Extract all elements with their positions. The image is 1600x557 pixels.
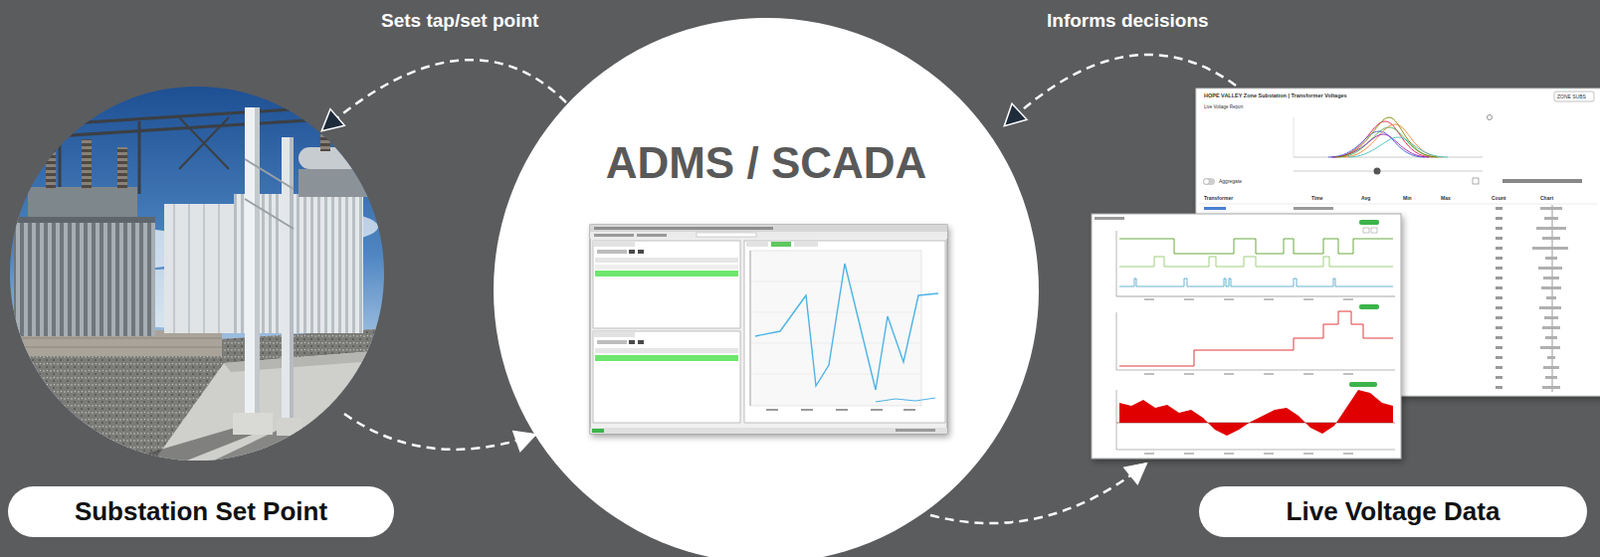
- edge-label: Informs decisions: [1042, 8, 1213, 33]
- screen-title: HOPE VALLEY Zone Substation | Transforme…: [1203, 93, 1348, 100]
- table-header: Transformer: [1203, 196, 1233, 201]
- substation-photo: Substation Set Point: [7, 84, 397, 540]
- table-header: Count: [1491, 196, 1506, 201]
- circle-title: ADMS / SCADA: [493, 135, 1039, 192]
- table-header: Avg: [1361, 196, 1371, 201]
- label-pill: Live Voltage Data: [1199, 486, 1588, 538]
- screen-button: ZONE SUBS: [1557, 94, 1587, 100]
- table-header: Chart: [1540, 196, 1554, 201]
- dashed-arrow: [930, 463, 1147, 524]
- table-header: Min: [1402, 196, 1412, 201]
- dashed-arrow: [1004, 54, 1236, 126]
- toggle-label: Aggregate: [1218, 179, 1242, 185]
- edge-label: Sets tap/set point: [377, 8, 543, 33]
- system-circle: ADMS / SCADA: [493, 17, 1039, 557]
- table-header: Time: [1311, 196, 1324, 201]
- dashed-arrow: [344, 413, 536, 450]
- dashed-arrow: [322, 59, 567, 131]
- label-pill: Substation Set Point: [7, 486, 395, 538]
- voltage-screens: Live Voltage Data: [1091, 88, 1595, 540]
- table-header: Max: [1440, 196, 1451, 201]
- screen-subtitle: Live Voltage Report: [1203, 105, 1243, 111]
